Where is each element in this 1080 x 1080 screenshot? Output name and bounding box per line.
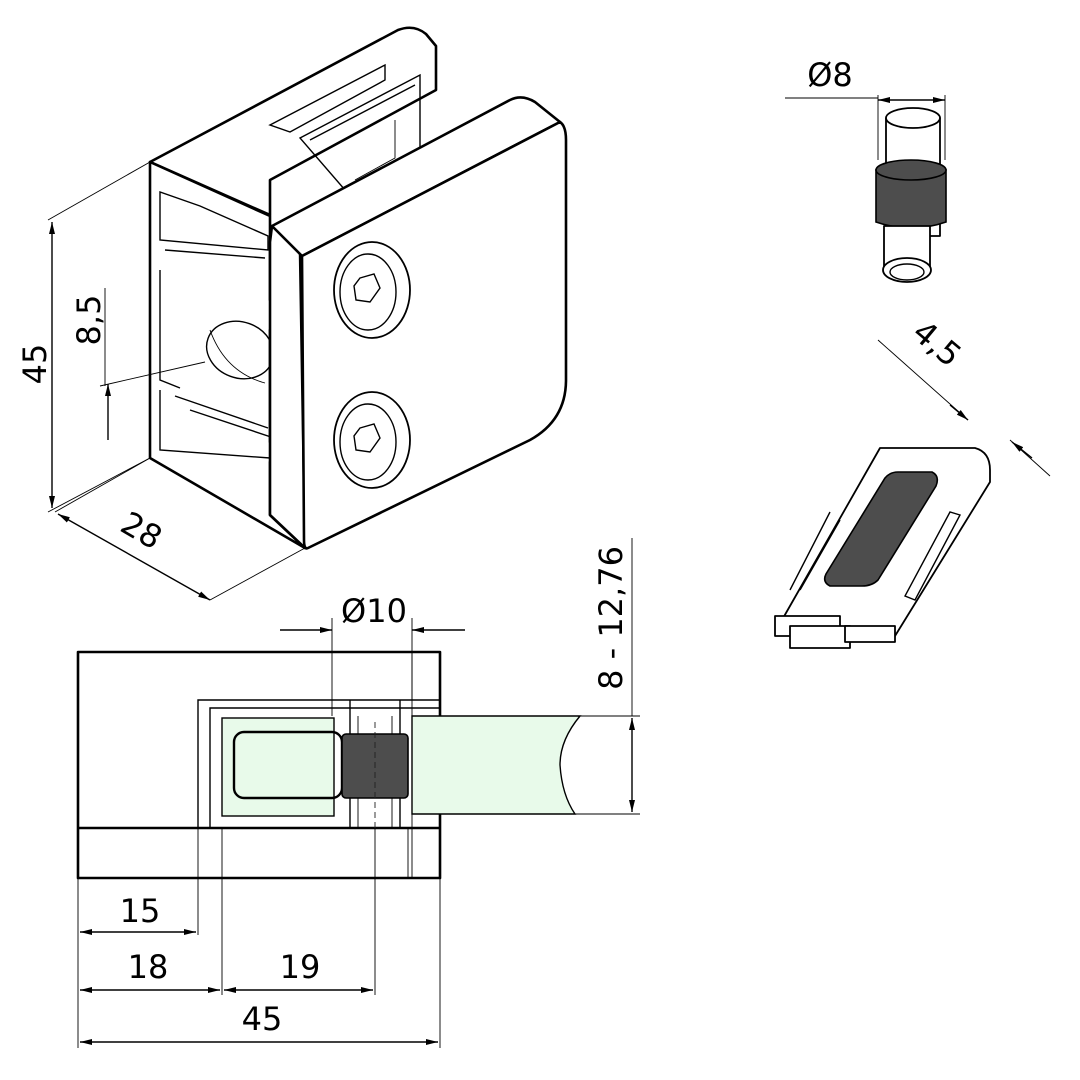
dim-45-bottom: 45 xyxy=(242,1000,283,1038)
clamp-isometric-view: 45 8,5 28 xyxy=(16,26,568,601)
pad-rubber-insert xyxy=(823,471,939,587)
pad-detail: 4,5 xyxy=(774,313,1051,649)
dim-iso-hole-offset: 8,5 xyxy=(70,295,108,346)
clamp-back-plate-top xyxy=(148,26,438,217)
dim-19: 19 xyxy=(280,948,321,986)
screw-upper xyxy=(333,241,411,339)
dim-15: 15 xyxy=(120,892,161,930)
section-view: Ø10 8 - 12,76 15 18 19 45 xyxy=(76,538,640,1048)
dim-pad-thickness: 4,5 xyxy=(905,313,968,375)
dim-iso-depth: 28 xyxy=(114,504,168,557)
dim-bore-diameter: Ø10 xyxy=(341,592,407,630)
clamp-front-plate-top xyxy=(270,96,562,258)
dim-iso-height: 45 xyxy=(16,344,54,385)
glass-pane xyxy=(411,715,582,815)
glass-pane-inner xyxy=(221,717,335,817)
pin-detail: Ø8 xyxy=(785,56,947,283)
dim-18: 18 xyxy=(128,948,169,986)
clamp-front-plate-side xyxy=(268,224,307,550)
dim-glass-range: 8 - 12,76 xyxy=(592,546,630,690)
screw-lower xyxy=(333,391,411,489)
dim-pin-diameter: Ø8 xyxy=(807,56,853,94)
